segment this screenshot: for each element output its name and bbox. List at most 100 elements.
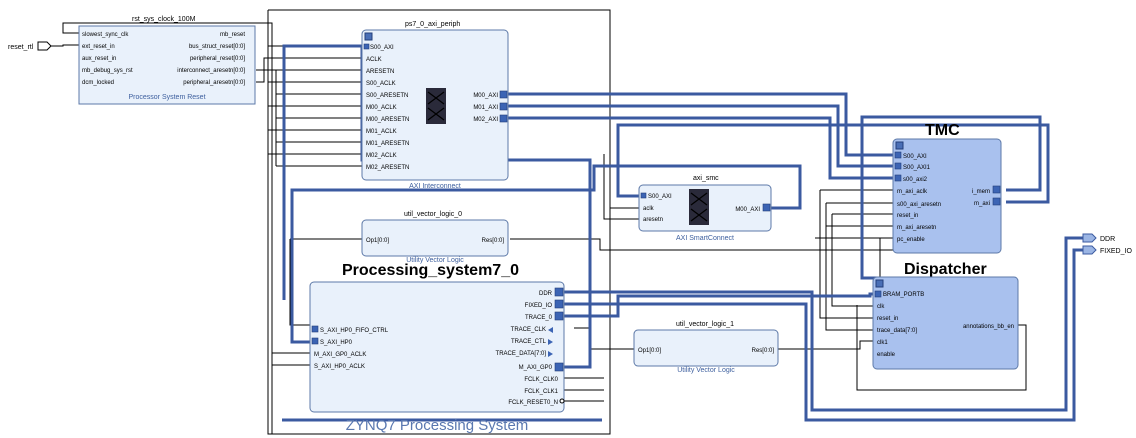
pin-res[interactable]: Res[0:0] bbox=[482, 238, 505, 244]
pin-ddr[interactable]: DDR bbox=[539, 291, 553, 297]
block-body bbox=[78, 25, 256, 105]
block-util-vector-logic-0[interactable]: util_vector_logic_0 Op1[0:0] Res[0:0] Ut… bbox=[361, 211, 509, 264]
pin-s00-aresetn[interactable]: S00_ARESETN bbox=[366, 93, 408, 99]
pin-trace-data[interactable]: TRACE_DATA[7:0] bbox=[496, 351, 547, 357]
pin-m00-aclk[interactable]: M00_ACLK bbox=[366, 105, 397, 111]
pin-m01-aclk[interactable]: M01_ACLK bbox=[366, 129, 397, 135]
bus-pin-icon bbox=[894, 174, 902, 182]
pin-m00-axi[interactable]: M00_AXI bbox=[473, 93, 498, 99]
pin-fclk-clk0[interactable]: FCLK_CLK0 bbox=[524, 377, 558, 383]
pin-m01-aresetn[interactable]: M01_ARESETN bbox=[366, 141, 409, 147]
pin-annotations-bb-en[interactable]: annotations_bb_en bbox=[963, 324, 1014, 330]
pin-mb-reset[interactable]: mb_reset bbox=[220, 32, 245, 38]
pin-s-axi-hp0-aclk[interactable]: S_AXI_HP0_ACLK bbox=[314, 364, 365, 370]
block-tmc[interactable]: TMC S00_AXI S00_AXI1 s00_axi2 m_axi_aclk… bbox=[892, 122, 1002, 254]
bus-pin-icon bbox=[311, 337, 319, 345]
input-port-icon bbox=[37, 41, 52, 51]
pin-s-axi-hp0[interactable]: S_AXI_HP0 bbox=[320, 340, 353, 346]
pin-m02-aclk[interactable]: M02_ACLK bbox=[366, 153, 397, 159]
pin-m02-axi[interactable]: M02_AXI bbox=[473, 117, 498, 123]
pin-mb-debug-sys-rst[interactable]: mb_debug_sys_rst bbox=[82, 68, 133, 74]
block-processing-system7[interactable]: Processing_system7_0 S_AXI_HP0_FIFO_CTRL… bbox=[309, 262, 565, 434]
pin-s00-axi[interactable]: S00_AXI bbox=[903, 154, 927, 160]
pin-dcm-locked[interactable]: dcm_locked bbox=[82, 80, 114, 86]
pin-m02-aresetn[interactable]: M02_ARESETN bbox=[366, 165, 409, 171]
pin-trace-0[interactable]: TRACE_0 bbox=[525, 315, 553, 321]
pin-aresetn[interactable]: ARESETN bbox=[366, 69, 394, 75]
pin-s00-axi[interactable]: S00_AXI bbox=[370, 45, 394, 51]
pin-s00-axi1[interactable]: S00_AXI1 bbox=[903, 165, 931, 171]
pin-fclk-reset0-n[interactable]: FCLK_RESET0_N bbox=[508, 400, 558, 406]
pin-s00-axi[interactable]: S00_AXI bbox=[648, 194, 672, 200]
pin-slowest-sync-clk[interactable]: slowest_sync_clk bbox=[82, 32, 129, 38]
pin-m-axi[interactable]: m_axi bbox=[974, 201, 990, 207]
bus-pin-icon bbox=[363, 43, 370, 50]
pin-reset-in[interactable]: reset_in bbox=[877, 316, 898, 322]
pin-m-axi-gp0[interactable]: M_AXI_GP0 bbox=[519, 365, 553, 371]
port-fixed-io-label: FIXED_IO bbox=[1100, 248, 1132, 255]
smartconnect-icon bbox=[689, 189, 709, 225]
pin-interconnect-aresetn[interactable]: interconnect_aresetn[0:0] bbox=[177, 68, 245, 74]
bus-pin-icon bbox=[554, 311, 564, 321]
pin-op1[interactable]: Op1[0:0] bbox=[366, 238, 389, 244]
output-arrow-icon bbox=[548, 351, 553, 357]
pin-trace-clk[interactable]: TRACE_CLK bbox=[511, 327, 546, 333]
block-rst-sys-clock[interactable]: rst_sys_clock_100M slowest_sync_clk ext_… bbox=[78, 16, 256, 105]
pin-aresetn[interactable]: aresetn bbox=[643, 217, 663, 223]
bus-pin-icon bbox=[499, 90, 508, 99]
pin-s00-axi-aresetn[interactable]: s00_axi_aresetn bbox=[897, 202, 941, 208]
pin-pc-enable[interactable]: pc_enable bbox=[897, 237, 925, 243]
expand-icon[interactable] bbox=[364, 32, 373, 41]
block-title: util_vector_logic_0 bbox=[404, 211, 462, 218]
pin-peripheral-aresetn[interactable]: peripheral_aresetn[0:0] bbox=[183, 80, 245, 86]
pin-op1[interactable]: Op1[0:0] bbox=[638, 348, 661, 354]
expand-icon[interactable] bbox=[875, 279, 884, 288]
pin-s-axi-hp0-fifo-ctrl[interactable]: S_AXI_HP0_FIFO_CTRL bbox=[320, 328, 389, 334]
expand-icon[interactable] bbox=[895, 141, 904, 150]
block-axi-smartconnect[interactable]: axi_smc S00_AXI aclk aresetn M00_AXI AXI… bbox=[638, 175, 772, 242]
block-axi-interconnect[interactable]: ps7_0_axi_periph S00_AXI ACLK ARESETN S0… bbox=[361, 21, 509, 190]
pin-m-axi-aclk[interactable]: m_axi_aclk bbox=[897, 189, 928, 195]
pin-s00-aclk[interactable]: S00_ACLK bbox=[366, 81, 396, 87]
block-body bbox=[633, 329, 779, 367]
pin-m-axi-aresetn[interactable]: m_axi_aresetn bbox=[897, 225, 936, 231]
block-body bbox=[361, 219, 509, 257]
pin-res[interactable]: Res[0:0] bbox=[752, 348, 775, 354]
block-subtitle: ZYNQ7 Processing System bbox=[346, 417, 529, 434]
pin-aux-reset-in[interactable]: aux_reset_in bbox=[82, 56, 116, 62]
pin-clk[interactable]: clk bbox=[877, 304, 885, 310]
pin-ext-reset-in[interactable]: ext_reset_in bbox=[82, 44, 115, 50]
pin-fixed-io[interactable]: FIXED_IO bbox=[525, 303, 553, 309]
pin-fclk-clk1[interactable]: FCLK_CLK1 bbox=[524, 389, 558, 395]
port-reset-rtl-label: reset_rtl bbox=[8, 44, 34, 51]
port-reset-rtl[interactable]: reset_rtl bbox=[8, 41, 52, 51]
pin-m-axi-gp0-aclk[interactable]: M_AXI_GP0_ACLK bbox=[314, 352, 366, 358]
block-title: TMC bbox=[925, 122, 960, 139]
pin-i-mem[interactable]: i_mem bbox=[972, 189, 990, 195]
block-subtitle: AXI SmartConnect bbox=[676, 235, 734, 242]
pin-reset-in[interactable]: reset_in bbox=[897, 213, 918, 219]
pin-aclk[interactable]: aclk bbox=[643, 206, 655, 212]
bus-pin-icon bbox=[640, 192, 647, 199]
pin-s00-axi2[interactable]: s00_axi2 bbox=[903, 177, 928, 183]
port-fixed-io[interactable]: FIXED_IO bbox=[1082, 245, 1132, 255]
pin-m00-axi[interactable]: M00_AXI bbox=[735, 207, 760, 213]
pin-m01-axi[interactable]: M01_AXI bbox=[473, 105, 498, 111]
block-title: Dispatcher bbox=[904, 261, 987, 278]
pin-aclk[interactable]: ACLK bbox=[366, 57, 382, 63]
pin-enable[interactable]: enable bbox=[877, 352, 896, 358]
bus-pin-icon bbox=[499, 102, 508, 111]
pin-m00-aresetn[interactable]: M00_ARESETN bbox=[366, 117, 409, 123]
pin-peripheral-reset[interactable]: peripheral_reset[0:0] bbox=[190, 56, 245, 62]
block-dispatcher[interactable]: Dispatcher BRAM_PORTB clk reset_in trace… bbox=[872, 261, 1019, 370]
pin-trace-ctl[interactable]: TRACE_CTL bbox=[511, 339, 547, 345]
block-util-vector-logic-1[interactable]: util_vector_logic_1 Op1[0:0] Res[0:0] Ut… bbox=[633, 321, 779, 374]
pin-bus-struct-reset[interactable]: bus_struct_reset[0:0] bbox=[189, 44, 245, 50]
pin-bram-portb[interactable]: BRAM_PORTB bbox=[883, 292, 924, 298]
pin-trace-data[interactable]: trace_data[7:0] bbox=[877, 328, 917, 334]
pin-clk1[interactable]: clk1 bbox=[877, 340, 888, 346]
port-ddr[interactable]: DDR bbox=[1082, 233, 1115, 243]
bus-pin-icon bbox=[554, 287, 564, 297]
block-title: ps7_0_axi_periph bbox=[405, 21, 460, 28]
